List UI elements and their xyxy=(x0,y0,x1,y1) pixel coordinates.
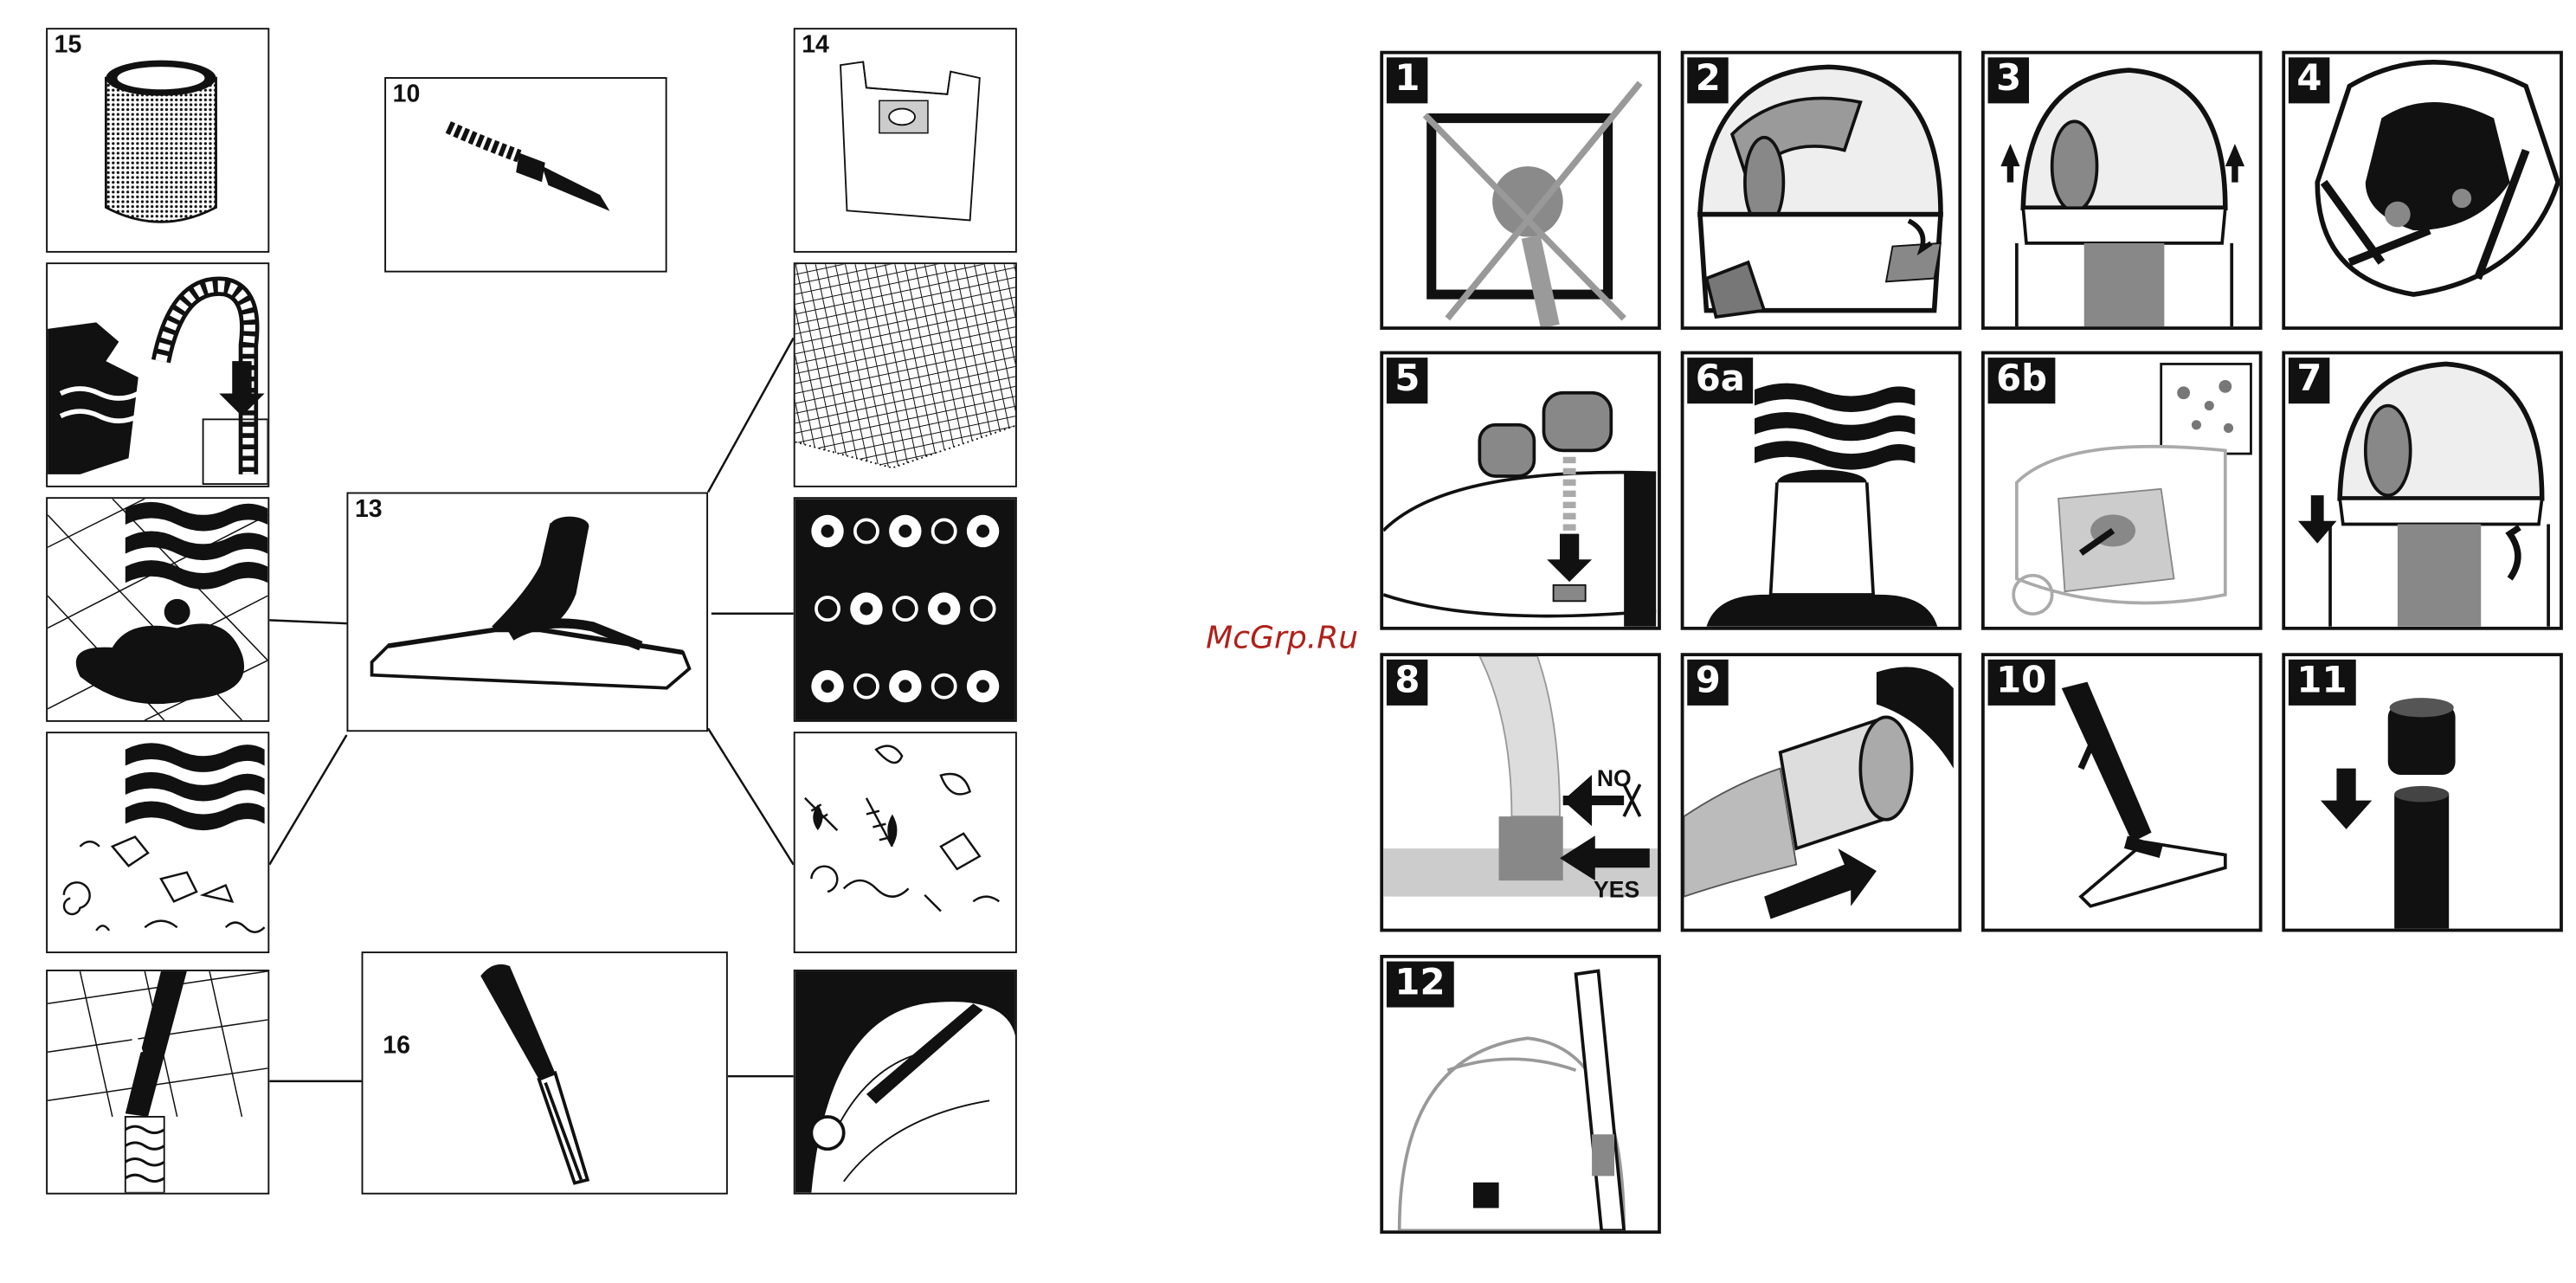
part-15-filter: 15 xyxy=(46,28,269,253)
upholstery-icon xyxy=(795,971,1015,1193)
carpet-mesh-surface xyxy=(794,262,1017,487)
watermark: McGrp.Ru xyxy=(1206,620,1358,656)
part-10-hose: 10 xyxy=(384,77,667,273)
step-number: 11 xyxy=(2289,660,2355,706)
no-label: NO xyxy=(1597,764,1632,790)
upholstery-cleaning xyxy=(794,970,1017,1195)
crevice-cleaning-tiles xyxy=(46,970,269,1195)
step-number: 8 xyxy=(1387,660,1428,706)
filter-cartridge-icon xyxy=(48,29,267,251)
step-number: 12 xyxy=(1387,962,1453,1008)
step-number: 4 xyxy=(2289,57,2330,103)
step-number: 3 xyxy=(1988,57,2030,103)
step-number: 7 xyxy=(2289,358,2330,403)
rug-pattern-surface xyxy=(794,497,1017,722)
step-number: 2 xyxy=(1687,57,1729,103)
rug-icon xyxy=(795,499,1015,720)
debris-icon xyxy=(48,733,267,951)
wet-pickup-illustration xyxy=(46,262,269,487)
crevice-nozzle-icon xyxy=(363,953,725,1193)
water-spill-icon xyxy=(48,499,267,720)
step-number: 9 xyxy=(1687,660,1729,706)
part-number: 13 xyxy=(355,495,383,523)
step-3-lift-head: 3 xyxy=(1981,51,2263,330)
dust-bag-icon xyxy=(795,29,1015,251)
carpet-icon xyxy=(795,264,1015,486)
step-5-float-valve: 5 xyxy=(1380,351,1661,630)
part-14-dust-bag: 14 xyxy=(794,28,1017,253)
step-10-attach-wand: 10 xyxy=(1981,653,2263,932)
step-number: 5 xyxy=(1387,358,1428,403)
step-9-connect-hose: 9 xyxy=(1681,653,1962,932)
part-number: 14 xyxy=(802,31,829,59)
wet-and-dry-debris xyxy=(46,732,269,953)
crevice-tool-icon xyxy=(48,971,267,1193)
step-8-filter-seat: 8 NO YES xyxy=(1380,653,1661,932)
wet-tile-floor xyxy=(46,497,269,722)
part-number: 16 xyxy=(383,1032,410,1060)
step-number: 6a xyxy=(1687,358,1753,403)
part-13-floor-nozzle: 13 xyxy=(346,493,708,732)
step-number: 10 xyxy=(1988,660,2055,706)
leaves-icon xyxy=(795,733,1015,951)
step-11-attach-tube: 11 xyxy=(2282,653,2563,932)
step-6a-wet-filter: 6a xyxy=(1681,351,1962,630)
step-4-filter-clips: 4 xyxy=(2282,51,2563,330)
part-number: 15 xyxy=(55,31,82,59)
yes-label: YES xyxy=(1594,876,1639,902)
step-number: 1 xyxy=(1387,57,1428,103)
step-number: 6b xyxy=(1988,358,2056,403)
step-7-reattach-head: 7 xyxy=(2282,351,2563,630)
leaves-debris xyxy=(794,732,1017,953)
step-2-release-clips: 2 xyxy=(1681,51,1962,330)
part-number: 10 xyxy=(393,81,421,108)
hose-suction-icon xyxy=(48,264,267,486)
step-1-unplug: 1 xyxy=(1380,51,1661,330)
step-12-storage: 12 xyxy=(1380,955,1661,1234)
floor-nozzle-icon xyxy=(348,493,706,730)
step-6b-dry-bag: 6b xyxy=(1981,351,2263,630)
part-16-crevice-nozzle: 16 xyxy=(362,951,728,1194)
hose-icon xyxy=(386,79,666,271)
